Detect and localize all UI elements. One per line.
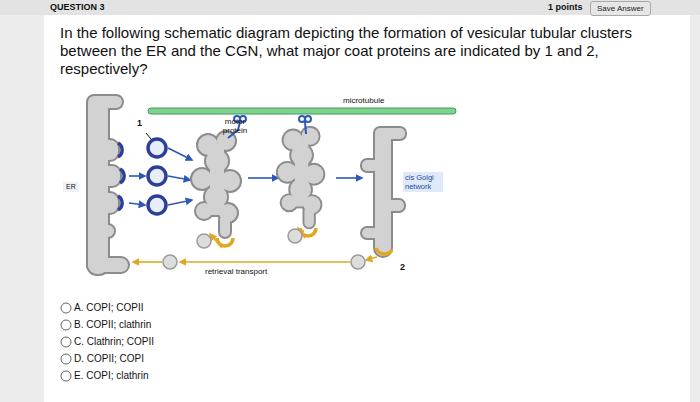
- part-label: cis Golgi network: [403, 172, 443, 192]
- callout-number: 1: [137, 118, 142, 129]
- save-button: Save Answer: [590, 1, 651, 16]
- answer-option: D. COPII; COPI: [74, 353, 144, 365]
- answer-option: E. COPI; clathrin: [74, 370, 148, 382]
- question-text: In the following schematic diagram depic…: [60, 24, 675, 78]
- part-label: retrieval transport: [205, 267, 267, 277]
- button-text: Save Answer: [597, 4, 644, 13]
- callout-number: 2: [400, 262, 405, 273]
- points-label: 1 points: [548, 2, 583, 13]
- question-heading: QUESTION 3: [50, 2, 105, 12]
- answer-option: A. COPI; COPII: [74, 302, 143, 314]
- part-label: microtubule: [343, 96, 384, 106]
- part-label: motor protein: [212, 117, 258, 135]
- part-label: ER: [63, 182, 79, 192]
- answer-option: B. COPII; clathrin: [74, 319, 151, 331]
- answer-option: C. Clathrin; COPII: [74, 336, 154, 348]
